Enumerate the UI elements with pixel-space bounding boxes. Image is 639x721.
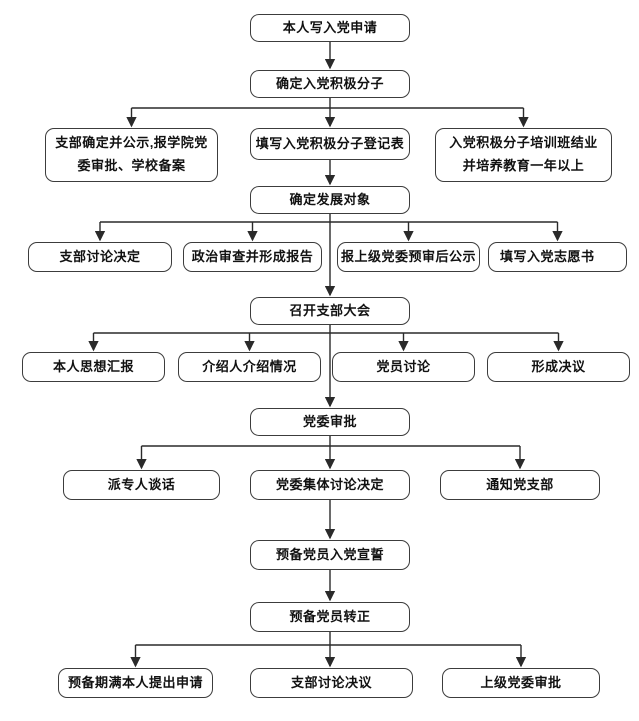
node-full-member: 预备党员转正 [250,602,410,632]
node-branch-publicity: 支部确定并公示,报学院党 委审批、学校备案 [45,128,218,182]
node-pre-review-publicity: 报上级党委预审后公示 [337,242,480,272]
node-development-target: 确定发展对象 [250,186,410,214]
node-resolution: 形成决议 [487,352,630,382]
node-introducer: 介绍人介绍情况 [178,352,321,382]
node-volunteer-form: 填写入党志愿书 [488,242,627,272]
node-branch-meeting: 召开支部大会 [250,297,410,325]
node-political-review: 政治审查并形成报告 [183,242,322,272]
node-apply: 本人写入党申请 [250,14,410,42]
node-branch-resolution: 支部讨论决议 [250,668,413,698]
node-talk: 派专人谈话 [63,470,220,500]
node-branch-decision: 支部讨论决定 [28,242,172,272]
node-committee-approval: 党委审批 [250,408,410,436]
node-higher-approval: 上级党委审批 [442,668,600,698]
node-oath: 预备党员入党宣誓 [250,540,410,570]
node-committee-discussion: 党委集体讨论决定 [250,470,410,500]
connectors [88,42,564,668]
node-notify-branch: 通知党支部 [440,470,600,500]
node-training: 入党积极分子培训班结业 并培养教育一年以上 [435,128,612,182]
node-thought-report: 本人思想汇报 [22,352,165,382]
node-member-discussion: 党员讨论 [332,352,475,382]
node-period-application: 预备期满本人提出申请 [58,668,213,698]
node-registration-form: 填写入党积极分子登记表 [250,128,410,160]
node-activist: 确定入党积极分子 [250,70,410,98]
